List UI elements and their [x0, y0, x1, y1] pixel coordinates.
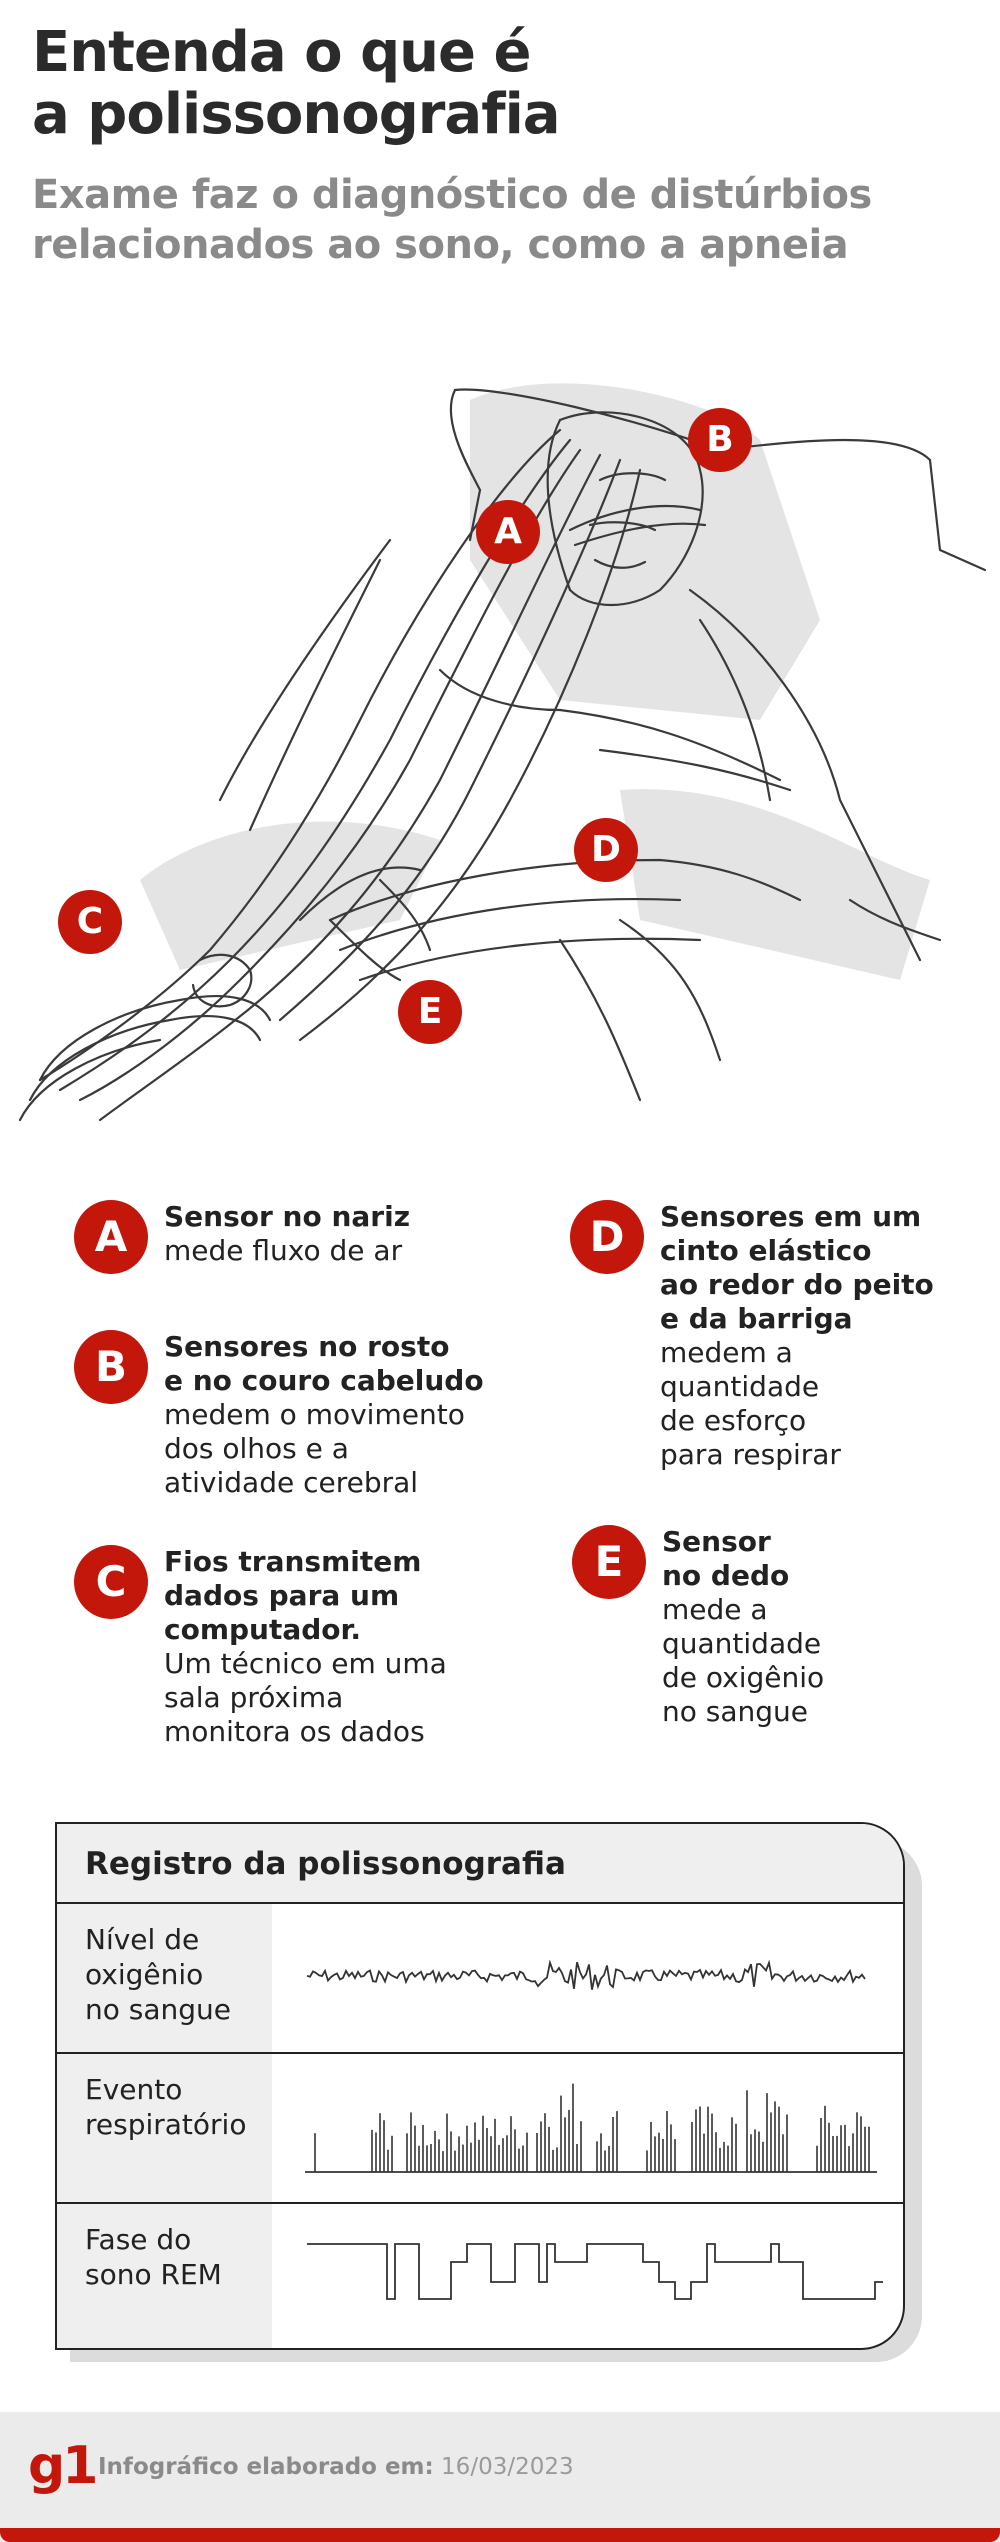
record-table-header: Registro da polissonografia: [57, 1824, 903, 1904]
subtitle-line-2: relacionados ao sono, como a apneia: [32, 222, 849, 268]
marker-d: D: [574, 818, 638, 882]
page-title: Entenda o que é a polissonografia: [32, 22, 932, 146]
record-row-label: Fase do sono REM: [57, 2204, 272, 2348]
marker-a: A: [476, 500, 540, 564]
page-subtitle: Exame faz o diagnóstico de distúrbios re…: [32, 170, 972, 270]
marker-e: E: [398, 980, 462, 1044]
legend-d-normal-2: quantidade: [660, 1370, 820, 1403]
legend-text-d: Sensores em um cinto elástico ao redor d…: [660, 1200, 934, 1472]
legend-item-b: B Sensores no rosto e no couro cabeludo …: [74, 1330, 504, 1510]
legend-c-normal-1: Um técnico em uma: [164, 1647, 447, 1680]
legend-a-bold-1: Sensor no nariz: [164, 1200, 410, 1233]
legend-e-bold-2: no dedo: [662, 1559, 790, 1592]
credit-date: 16/03/2023: [441, 2454, 574, 2480]
legend-c-bold-2: dados para um: [164, 1579, 400, 1612]
title-line-2: a polissonografia: [32, 82, 561, 147]
footer: g1 Infográfico elaborado em: 16/03/2023: [0, 2412, 1000, 2542]
legend-b-bold-2: e no couro cabeludo: [164, 1364, 484, 1397]
legend-badge-b: B: [74, 1330, 148, 1404]
legend-e-normal-3: de oxigênio: [662, 1661, 825, 1694]
legend-d-normal-1: medem a: [660, 1336, 793, 1369]
legend-a-normal-1: mede fluxo de ar: [164, 1234, 403, 1267]
legend-b-bold-1: Sensores no rosto: [164, 1330, 450, 1363]
legend-item-e: E Sensor no dedo mede a quantidade de ox…: [572, 1525, 992, 1745]
patient-illustration: [18, 383, 987, 1122]
legend-b-normal-2: dos olhos e a: [164, 1432, 349, 1465]
marker-c: C: [58, 890, 122, 954]
legend-e-normal-4: no sangue: [662, 1695, 809, 1728]
legend-item-a: A Sensor no nariz mede fluxo de ar: [74, 1200, 504, 1280]
respiratory-trace: [305, 2083, 877, 2173]
legend-c-normal-3: monitora os dados: [164, 1715, 425, 1748]
record-row-label: Evento respiratório: [57, 2054, 272, 2204]
legend-text-c: Fios transmitem dados para um computador…: [164, 1545, 447, 1749]
legend-c-bold-3: computador.: [164, 1613, 361, 1646]
record-row-oxygen: Nível de oxigênio no sangue: [57, 1904, 903, 2054]
legend-badge-e: E: [572, 1525, 646, 1599]
record-table-title: Registro da polissonografia: [85, 1846, 566, 1882]
legend-item-c: C Fios transmitem dados para um computad…: [74, 1545, 504, 1765]
title-line-1: Entenda o que é: [32, 20, 531, 85]
legend-d-bold-4: e da barriga: [660, 1302, 853, 1335]
legend-e-normal-2: quantidade: [662, 1627, 822, 1660]
legend-e-bold-1: Sensor: [662, 1525, 771, 1558]
credit-text: Infográfico elaborado em: 16/03/2023: [98, 2454, 574, 2480]
legend-item-d: D Sensores em um cinto elástico ao redor…: [570, 1200, 990, 1480]
credit-label: Infográfico elaborado em:: [98, 2454, 434, 2480]
legend-badge-a: A: [74, 1200, 148, 1274]
legend-text-a: Sensor no nariz mede fluxo de ar: [164, 1200, 410, 1268]
marker-b: B: [688, 408, 752, 472]
rem-trace: [307, 2243, 883, 2300]
legend-d-normal-4: para respirar: [660, 1438, 841, 1471]
footer-accent-bar: [0, 2528, 1000, 2542]
g1-logo: g1: [28, 2436, 98, 2496]
legend-d-normal-3: de esforço: [660, 1404, 807, 1437]
legend-d-bold-3: ao redor do peito: [660, 1268, 934, 1301]
legend-c-normal-2: sala próxima: [164, 1681, 344, 1714]
legend-d-bold-2: cinto elástico: [660, 1234, 872, 1267]
legend-badge-c: C: [74, 1545, 148, 1619]
legend-b-normal-3: atividade cerebral: [164, 1466, 419, 1499]
legend-d-bold-1: Sensores em um: [660, 1200, 922, 1233]
record-table: Registro da polissonografia Nível de oxi…: [55, 1822, 905, 2350]
record-row-respiratory: Evento respiratório: [57, 2054, 903, 2204]
row-divider: [57, 2052, 903, 2054]
subtitle-line-1: Exame faz o diagnóstico de distúrbios: [32, 172, 872, 218]
record-row-label: Nível de oxigênio no sangue: [57, 1904, 272, 2054]
row-divider: [57, 2202, 903, 2204]
oxygen-trace: [306, 1959, 866, 1990]
legend-b-normal-1: medem o movimento: [164, 1398, 465, 1431]
legend-text-b: Sensores no rosto e no couro cabeludo me…: [164, 1330, 484, 1500]
legend-text-e: Sensor no dedo mede a quantidade de oxig…: [662, 1525, 824, 1729]
legend-e-normal-1: mede a: [662, 1593, 768, 1626]
record-row-rem: Fase do sono REM: [57, 2204, 903, 2348]
legend-badge-d: D: [570, 1200, 644, 1274]
legend-c-bold-1: Fios transmitem: [164, 1545, 422, 1578]
